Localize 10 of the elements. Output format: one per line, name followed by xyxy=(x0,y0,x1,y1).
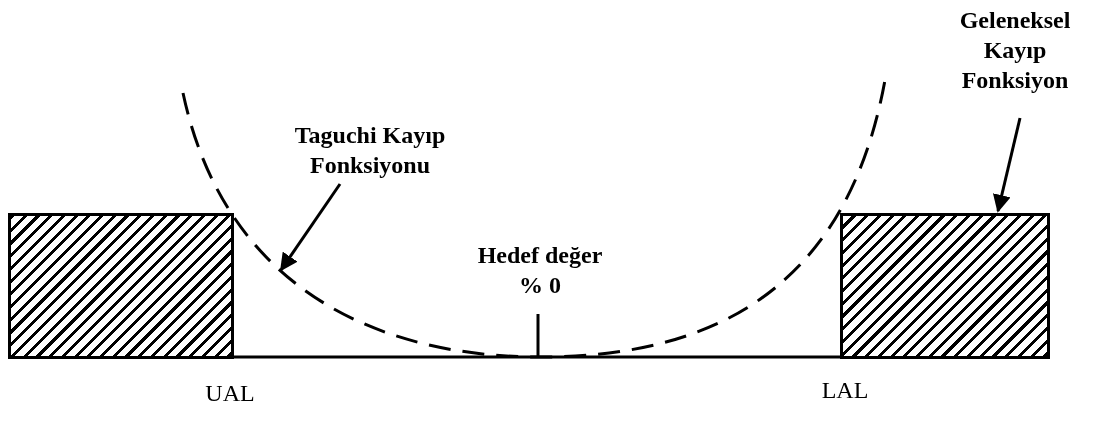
limit-label: LAL xyxy=(820,377,870,404)
callout-text: Taguchi Kayıp Fonksiyonu xyxy=(240,120,500,180)
target-value-label: Hedef değer % 0 xyxy=(476,241,604,300)
dashed-loss-curve xyxy=(181,79,887,359)
hatched-block xyxy=(840,213,1050,359)
limit-label: UAL xyxy=(204,380,256,407)
hatched-block xyxy=(8,213,234,359)
callout-text: Geleneksel Kayıp Fonksiyon xyxy=(935,5,1095,95)
leader-arrow xyxy=(992,117,1022,213)
leader-arrow xyxy=(279,183,342,272)
